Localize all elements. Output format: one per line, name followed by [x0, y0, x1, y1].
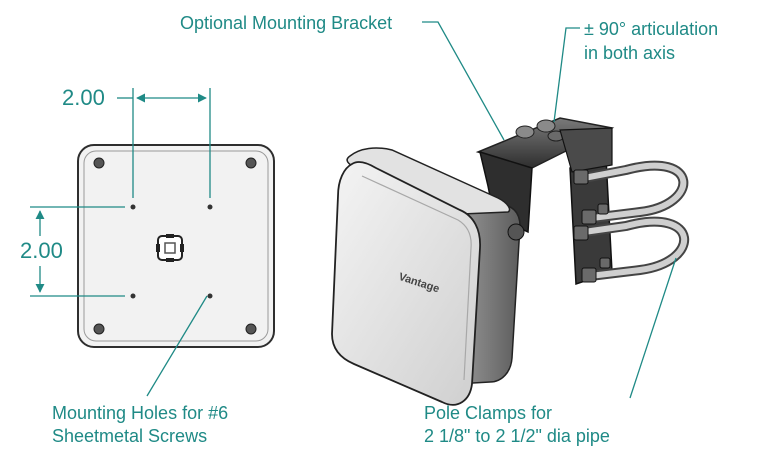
pole-clamps — [583, 160, 689, 281]
bracket-leader-line — [422, 21, 505, 141]
bracket-label: Optional Mounting Bracket — [180, 13, 393, 33]
holes-leader-line — [146, 295, 208, 397]
articulation-label-line2: in both axis — [584, 43, 676, 63]
horizontal-dimension-value: 2.00 — [62, 85, 105, 110]
vertical-dimension-value: 2.00 — [20, 238, 63, 263]
holes-label-line1: Mounting Holes for #6 — [52, 403, 229, 423]
mounting-hole-dots — [130, 204, 213, 299]
clamps-label-line1: Pole Clamps for — [424, 403, 553, 423]
clamp-nuts — [573, 169, 611, 283]
articulation-leader-line — [553, 27, 580, 123]
clamps-label-line2: 2 1/8" to 2 1/2" dia pipe — [424, 426, 610, 446]
holes-label-line2: Sheetmetal Screws — [52, 426, 208, 446]
clamps-leader-line — [629, 257, 677, 399]
device-enclosure — [331, 147, 525, 406]
vertical-dimension — [30, 206, 125, 297]
corner-screws — [93, 157, 257, 335]
horizontal-dimension — [117, 88, 211, 198]
articulation-label-line1: ± 90° articulation — [584, 19, 719, 39]
center-port — [156, 234, 184, 262]
